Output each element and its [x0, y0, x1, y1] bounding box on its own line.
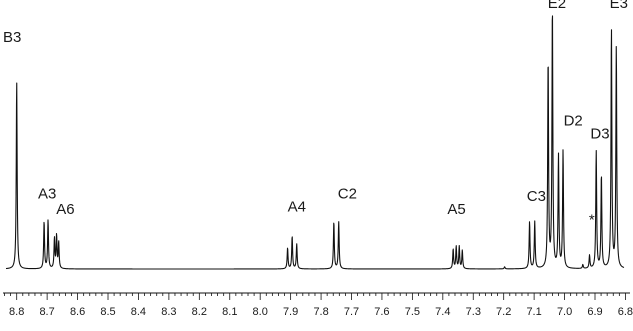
x-tick-label: 8.6 [70, 306, 85, 318]
x-tick-label: 7.8 [313, 306, 328, 318]
peak-label-a3: A3 [38, 186, 56, 203]
peak-label-a4: A4 [288, 199, 306, 216]
x-tick-label: 8.8 [9, 306, 24, 318]
x-tick-label: 7.3 [466, 306, 481, 318]
peak-label-b3: B3 [3, 29, 21, 46]
x-tick-label: 7.4 [435, 306, 450, 318]
x-tick-label: 8.3 [161, 306, 176, 318]
x-tick-label: 7.1 [526, 306, 541, 318]
x-tick-label: 7.5 [405, 306, 420, 318]
peak-label-c3: C3 [527, 188, 546, 205]
x-tick-label: 8.1 [222, 306, 237, 318]
peak-label-e2: E2 [548, 0, 566, 12]
impurity-marker: * [589, 212, 595, 229]
peak-label-d2: D2 [564, 112, 583, 129]
x-tick-label: 6.9 [587, 306, 602, 318]
peak-label-d3: D3 [590, 126, 609, 143]
x-axis: 8.8 8.7 8.6 8.5 8.4 8.3 8.2 8.1 8.0 7.9 7.8 7.7 7.6 7… [3, 292, 633, 318]
x-tick-label: 6.8 [618, 306, 633, 318]
x-tick-label: 8.2 [192, 306, 207, 318]
x-tick-label: 8.0 [253, 306, 268, 318]
x-tick-label: 8.4 [131, 306, 146, 318]
x-tick-label: 7.9 [283, 306, 298, 318]
x-tick-label: 7.6 [374, 306, 389, 318]
x-tick-label: 8.5 [100, 306, 115, 318]
peak-label-c2: C2 [338, 186, 357, 203]
peak-label-a5: A5 [447, 201, 465, 218]
x-tick-label: 7.2 [496, 306, 511, 318]
x-tick-label: 8.7 [39, 306, 54, 318]
peak-label-e3: E3 [610, 0, 628, 12]
peak-label-a6: A6 [56, 201, 74, 218]
x-tick-label: 7.7 [344, 306, 359, 318]
spectrum-layer [5, 15, 625, 270]
x-tick-label: 7.0 [557, 306, 572, 318]
spectrum-trace [5, 15, 625, 270]
